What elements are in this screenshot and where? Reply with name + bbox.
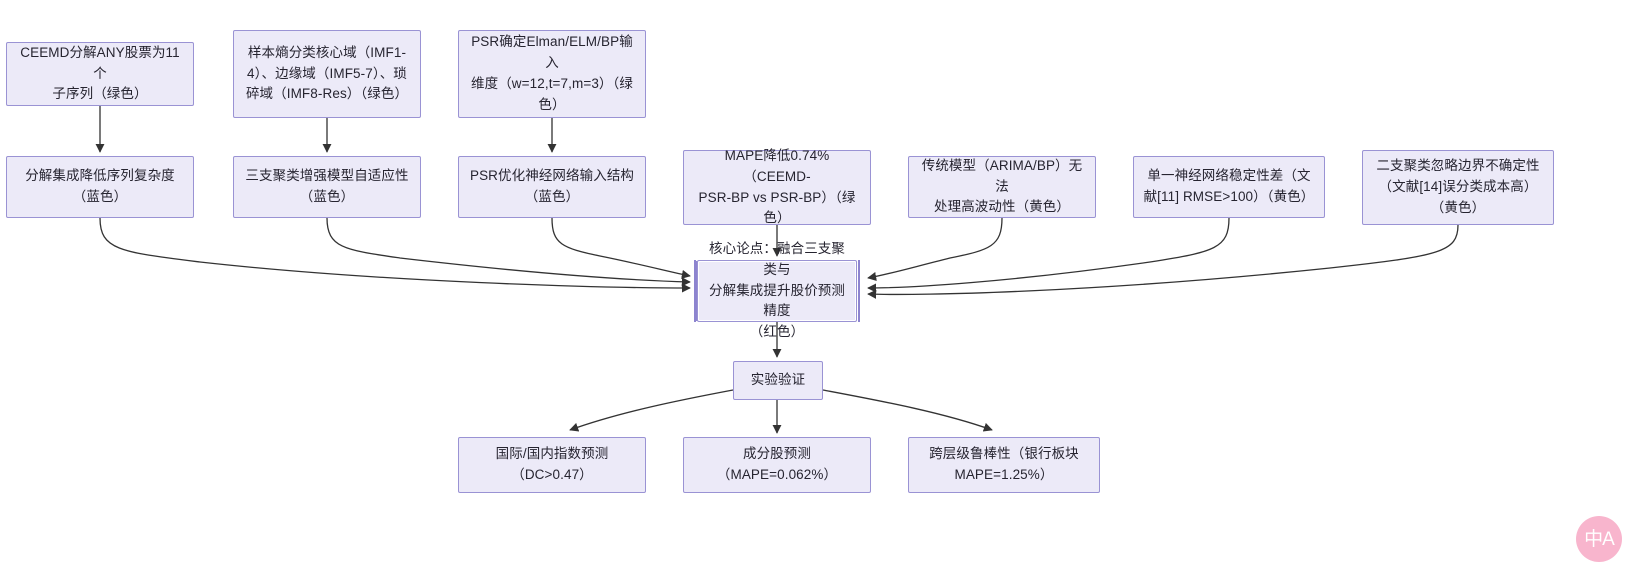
node-label: PSR确定Elman/ELM/BP输入 维度（w=12,t=7,m=3）（绿 色… — [471, 34, 633, 112]
node-ceemd-decompose[interactable]: CEEMD分解ANY股票为11个 子序列（绿色） — [6, 42, 194, 106]
node-core-claim[interactable]: 核心论点：融合三支聚类与 分解集成提升股价预测精度 （红色） — [694, 241, 860, 339]
node-two-way-cluster-limit[interactable]: 二支聚类忽略边界不确定性 （文献[14]误分类成本高） （黄色） — [1362, 150, 1554, 225]
node-label: 国际/国内指数预测 （DC>0.47） — [495, 446, 609, 482]
node-psr-optimize[interactable]: PSR优化神经网络输入结构 （蓝色） — [458, 156, 646, 218]
node-label: 成分股预测 （MAPE=0.062%） — [716, 446, 838, 482]
node-three-way-adaptive[interactable]: 三支聚类增强模型自适应性 （蓝色） — [233, 156, 421, 218]
node-cross-level-robustness[interactable]: 跨层级鲁棒性（银行板块 MAPE=1.25%） — [908, 437, 1100, 493]
node-component-stock-prediction[interactable]: 成分股预测 （MAPE=0.062%） — [683, 437, 871, 493]
node-traditional-model-limit[interactable]: 传统模型（ARIMA/BP）无法 处理高波动性（黄色） — [908, 156, 1096, 218]
node-label: 二支聚类忽略边界不确定性 （文献[14]误分类成本高） （黄色） — [1376, 158, 1540, 215]
edge-validation-to-index — [569, 389, 734, 432]
node-sample-entropy[interactable]: 样本熵分类核心域（IMF1- 4）、边缘域（IMF5-7）、琐 碎域（IMF8-… — [233, 30, 421, 118]
node-label: 分解集成降低序列复杂度 （蓝色） — [25, 168, 175, 204]
node-label: 核心论点：融合三支聚类与 分解集成提升股价预测精度 （红色） — [709, 240, 845, 340]
node-experiment-validation[interactable]: 实验验证 — [733, 361, 823, 400]
node-label: 三支聚类增强模型自适应性 （蓝色） — [245, 168, 409, 204]
node-label: CEEMD分解ANY股票为11个 子序列（绿色） — [20, 44, 180, 102]
edge-two-way-to-core — [867, 224, 1459, 299]
node-single-nn-unstable[interactable]: 单一神经网络稳定性差（文 献[11] RMSE>100）（黄色） — [1133, 156, 1325, 218]
edge-traditional-to-core — [867, 217, 1003, 282]
node-label: PSR优化神经网络输入结构 （蓝色） — [469, 168, 635, 204]
node-decompose-complexity[interactable]: 分解集成降低序列复杂度 （蓝色） — [6, 156, 194, 218]
edge-validation-to-robustness — [822, 389, 993, 432]
edge-complexity-to-core — [99, 217, 691, 293]
node-mape-improve[interactable]: MAPE降低0.74%（CEEMD- PSR-BP vs PSR-BP）（绿 色… — [683, 148, 871, 225]
node-index-prediction[interactable]: 国际/国内指数预测 （DC>0.47） — [458, 437, 646, 493]
edge-single-nn-to-core — [867, 217, 1230, 293]
node-label: 单一神经网络稳定性差（文 献[11] RMSE>100）（黄色） — [1143, 168, 1315, 204]
node-psr-dimension[interactable]: PSR确定Elman/ELM/BP输入 维度（w=12,t=7,m=3）（绿 色… — [458, 30, 646, 118]
node-label: 样本熵分类核心域（IMF1- 4）、边缘域（IMF5-7）、琐 碎域（IMF8-… — [245, 44, 409, 102]
node-label: 传统模型（ARIMA/BP）无法 处理高波动性（黄色） — [921, 157, 1083, 215]
watermark-text: 中A — [1584, 528, 1615, 550]
node-label: 跨层级鲁棒性（银行板块 MAPE=1.25%） — [929, 446, 1079, 482]
edge-optimize-to-core — [551, 217, 691, 279]
node-label: MAPE降低0.74%（CEEMD- PSR-BP vs PSR-BP）（绿 色… — [698, 147, 856, 226]
watermark-badge: 中A — [1576, 516, 1622, 562]
node-label: 实验验证 — [750, 372, 806, 388]
edge-adaptive-to-core — [326, 217, 691, 287]
